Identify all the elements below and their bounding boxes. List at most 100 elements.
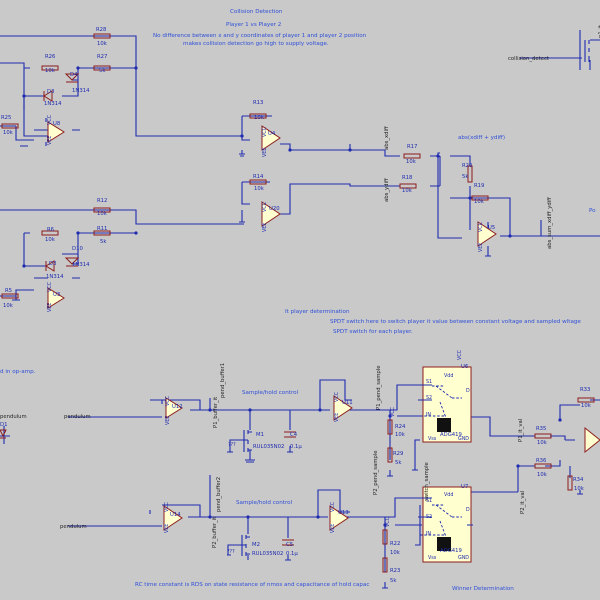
svg-text:R23: R23 [390, 568, 400, 574]
spdt-note-1: SPDT switch here to switch player it val… [330, 319, 581, 325]
svg-text:U5: U5 [488, 225, 495, 231]
grounds [12, 145, 583, 589]
resistor-R12[interactable] [93, 207, 111, 213]
svg-text:VEE: VEE [165, 416, 171, 425]
rc-note: RC time constant is RDS on state resista… [135, 582, 369, 588]
net-abs-sum: abs_sum_xdiff_ydiff [547, 197, 553, 249]
diode-D10[interactable] [64, 257, 80, 267]
resistor-R24[interactable] [387, 419, 393, 435]
opamp-U13[interactable] [329, 505, 349, 531]
resistor-R6[interactable] [41, 230, 59, 236]
svg-text:R22: R22 [390, 541, 400, 547]
net-collision-detect: collision_detect [508, 56, 549, 62]
nmos-M2[interactable] [241, 535, 250, 556]
svg-text:U7: U7 [461, 484, 468, 490]
svg-text:10k: 10k [402, 188, 413, 194]
svg-text:10k: 10k [395, 432, 406, 438]
opamp-U4[interactable] [261, 125, 281, 151]
net-abs-ydiff: abs_ydiff [384, 178, 390, 202]
svg-text:VEE: VEE [262, 148, 268, 157]
nmos-collision[interactable] [584, 40, 590, 62]
opamp-U3[interactable] [47, 287, 65, 309]
svg-text:U11: U11 [342, 400, 353, 406]
resistor-R34[interactable] [567, 475, 573, 491]
svg-text:S1: S1 [426, 379, 432, 385]
resistor-R36[interactable] [534, 463, 552, 469]
resistor-R22[interactable] [382, 529, 388, 545]
svg-text:VCC: VCC [164, 501, 170, 512]
svg-text:C4: C4 [290, 432, 298, 438]
resistor-R5[interactable] [1, 293, 19, 299]
diode-D3-bottom[interactable] [45, 260, 55, 272]
net-pendulum-left: pendulum [0, 414, 27, 420]
svg-text:VEE: VEE [47, 303, 53, 312]
resistor-R19[interactable] [471, 195, 489, 201]
resistor-R20[interactable] [467, 165, 473, 183]
capacitor-C4[interactable] [284, 431, 296, 438]
opamp-U11[interactable] [333, 395, 353, 421]
svg-text:R12: R12 [97, 198, 107, 204]
it-title: It player determination [285, 309, 350, 315]
opamp-U20[interactable] [261, 201, 281, 227]
svg-text:VCC: VCC [390, 406, 396, 417]
svg-text:RUL035N02: RUL035N02 [252, 551, 283, 557]
svg-text:10k: 10k [3, 303, 14, 309]
resistor-R25[interactable] [1, 123, 19, 129]
svg-text:VEE: VEE [164, 524, 170, 533]
svg-text:10k: 10k [390, 550, 401, 556]
svg-text:S2: S2 [426, 514, 432, 520]
resistor-R14[interactable] [249, 179, 267, 185]
resistor-R18[interactable] [399, 183, 417, 189]
net-pendulum-2: pendulum [60, 524, 87, 530]
opamp-U12[interactable] [165, 397, 183, 419]
resistor-R33[interactable] [577, 397, 595, 403]
diode-D4[interactable] [64, 73, 80, 83]
opamp-U5[interactable] [477, 221, 497, 247]
resistor-R29[interactable] [387, 447, 393, 463]
svg-text:10k: 10k [537, 440, 548, 446]
diode-D3-top[interactable] [43, 90, 53, 102]
capacitor-C5[interactable] [282, 539, 294, 546]
opamp-U14[interactable] [163, 505, 183, 531]
opamp-right-edge[interactable] [584, 426, 600, 454]
svg-text:???: ??? [227, 549, 235, 555]
resistor-R27[interactable] [93, 65, 111, 71]
diode-D1[interactable] [0, 429, 7, 439]
svg-text:S2: S2 [426, 395, 432, 401]
svg-text:R11: R11 [97, 226, 107, 232]
svg-text:VEE: VEE [334, 413, 340, 422]
resistor-R35[interactable] [534, 433, 552, 439]
net-p2-pend-sample: P2_pend_sample [373, 451, 379, 495]
collision-desc-2: makes collision detection go high to sup… [183, 41, 329, 47]
nmos-M1[interactable] [243, 430, 252, 452]
net-p2-it-val: P2_it_val [520, 491, 526, 514]
net-labels: abs_xdiff abs_ydiff abs_sum_xdiff_ydiff … [0, 25, 600, 548]
svg-text:VCC: VCC [47, 281, 53, 292]
svg-text:R35: R35 [536, 426, 546, 432]
resistor-R23[interactable] [382, 557, 388, 573]
svg-text:D3: D3 [49, 261, 56, 267]
svg-text:VCC: VCC [334, 391, 340, 402]
resistor-R13[interactable] [249, 113, 267, 119]
winner-note: Winner Determination [452, 586, 514, 592]
svg-text:10k: 10k [254, 115, 265, 121]
resistor-R17[interactable] [403, 153, 421, 159]
switch-U6[interactable] [418, 366, 472, 443]
opamp-U8[interactable] [45, 118, 65, 146]
svg-text:U20: U20 [269, 206, 280, 212]
svg-text:1N314: 1N314 [72, 262, 90, 268]
right-edge-note: Po [589, 208, 596, 214]
svg-text:M2: M2 [252, 542, 260, 548]
svg-text:U12: U12 [172, 404, 183, 410]
resistor-R26[interactable] [41, 65, 59, 71]
op-amp-note: d in op-amp. [0, 369, 36, 375]
resistor-R11[interactable] [93, 230, 111, 236]
svg-text:0.1µ: 0.1µ [290, 444, 302, 450]
svg-text:5k: 5k [100, 239, 107, 245]
svg-text:10k: 10k [97, 211, 108, 217]
svg-text:Vss: Vss [428, 555, 437, 561]
resistor-R28[interactable] [93, 33, 111, 39]
svg-text:U4: U4 [268, 131, 276, 137]
net-switch-sample: switch_sample [424, 462, 430, 501]
